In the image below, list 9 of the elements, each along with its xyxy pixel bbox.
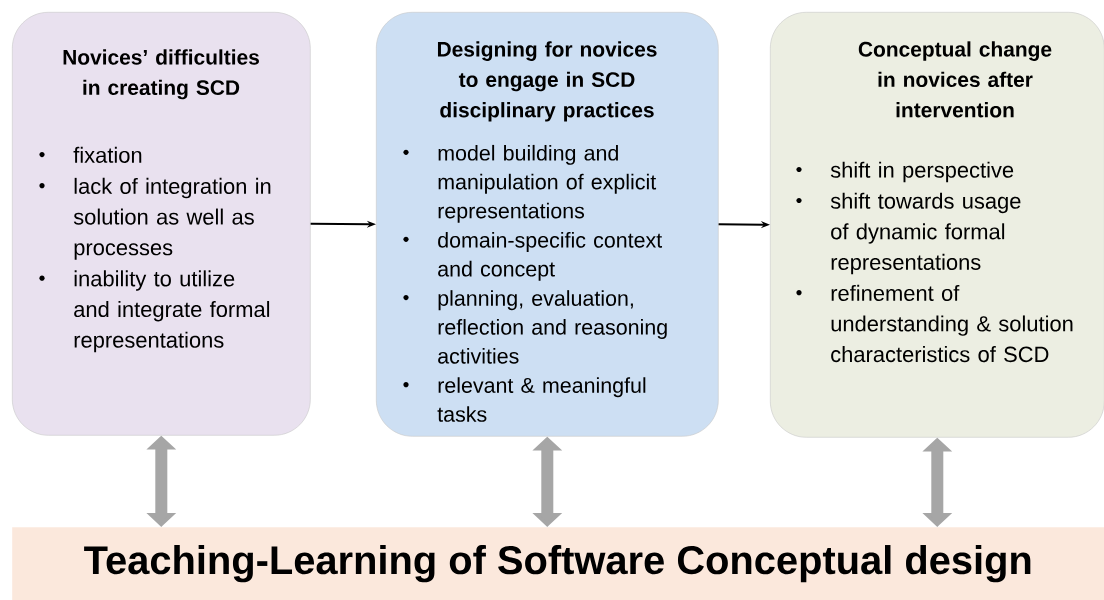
bullet-item: inability to utilize and integrate formal representations xyxy=(39,270,270,353)
bullet-item: refinement of understanding & solution characteristics of SCD xyxy=(796,284,1073,363)
title-banner: Teaching-Learning of Software Conceptual design xyxy=(12,527,1104,600)
bullet-item: shift in perspective xyxy=(796,161,1014,183)
card-heading: Conceptual change in novices after intervention xyxy=(858,41,1052,118)
bullet-item: fixation xyxy=(39,146,142,163)
card-heading: Novices’ difficulties in creating SCD xyxy=(63,49,259,100)
card-heading: Designing for novices to engage in SCD disciplinary practices xyxy=(437,41,657,122)
bullet-item: relevant & meaningful tasks xyxy=(403,377,646,422)
